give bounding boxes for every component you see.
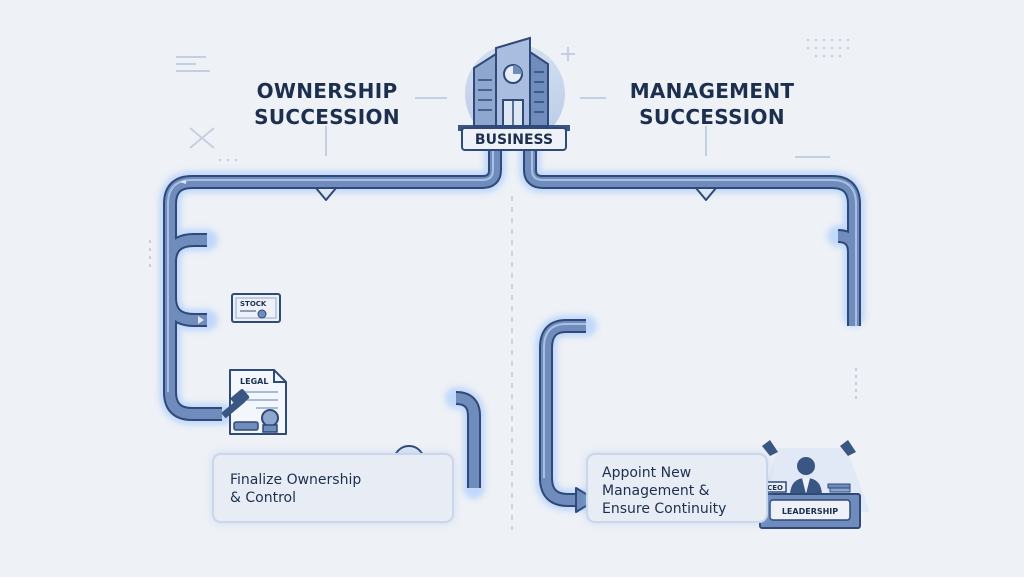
appoint-management-line-3: Ensure Continuity	[602, 501, 727, 517]
management-title-line-1: MANAGEMENT	[629, 79, 795, 103]
finalize-ownership-line-2: & Control	[230, 490, 296, 506]
appoint-management-card: Appoint New Management & Ensure Continui…	[586, 453, 768, 523]
ownership-succession-title: OWNERSHIP SUCCESSION	[232, 78, 422, 130]
appoint-management-line-2: Management &	[602, 483, 710, 499]
business-label: BUSINESS	[474, 132, 554, 148]
management-title-line-2: SUCCESSION	[639, 105, 785, 129]
pipe-outline	[163, 150, 861, 507]
seal-icon	[261, 409, 279, 433]
small-arrowheads	[180, 180, 204, 324]
finalize-ownership-card: Finalize Ownership & Control	[212, 453, 454, 523]
appoint-management-line-1: Appoint New	[602, 465, 692, 481]
gavel-icon	[221, 389, 259, 431]
decorations	[149, 47, 857, 530]
arrow-down-right	[695, 187, 717, 201]
spotlight-icon	[762, 440, 856, 456]
dot-grid	[218, 38, 850, 162]
arrow-down-left	[315, 187, 337, 201]
business-label-plate	[461, 127, 567, 151]
management-succession-title: MANAGEMENT SUCCESSION	[612, 78, 812, 130]
ownership-title-line-1: OWNERSHIP	[256, 79, 398, 103]
ceo-desk-icon: CEO LEADERSHIP	[756, 448, 870, 529]
stock-label: STOCK	[240, 300, 267, 308]
pipe-glow	[159, 139, 865, 511]
finalize-ownership-line-1: Finalize Ownership	[230, 472, 362, 488]
stock-certificate-icon: STOCK	[231, 293, 281, 323]
building-icon	[458, 36, 570, 144]
pipe-fill	[165, 150, 859, 505]
pipe-highlight	[167, 150, 857, 478]
ceo-label: CEO	[767, 484, 783, 492]
ownership-title-line-2: SUCCESSION	[254, 105, 400, 129]
legal-label: LEGAL	[240, 377, 268, 386]
leadership-label: LEADERSHIP	[782, 507, 838, 516]
